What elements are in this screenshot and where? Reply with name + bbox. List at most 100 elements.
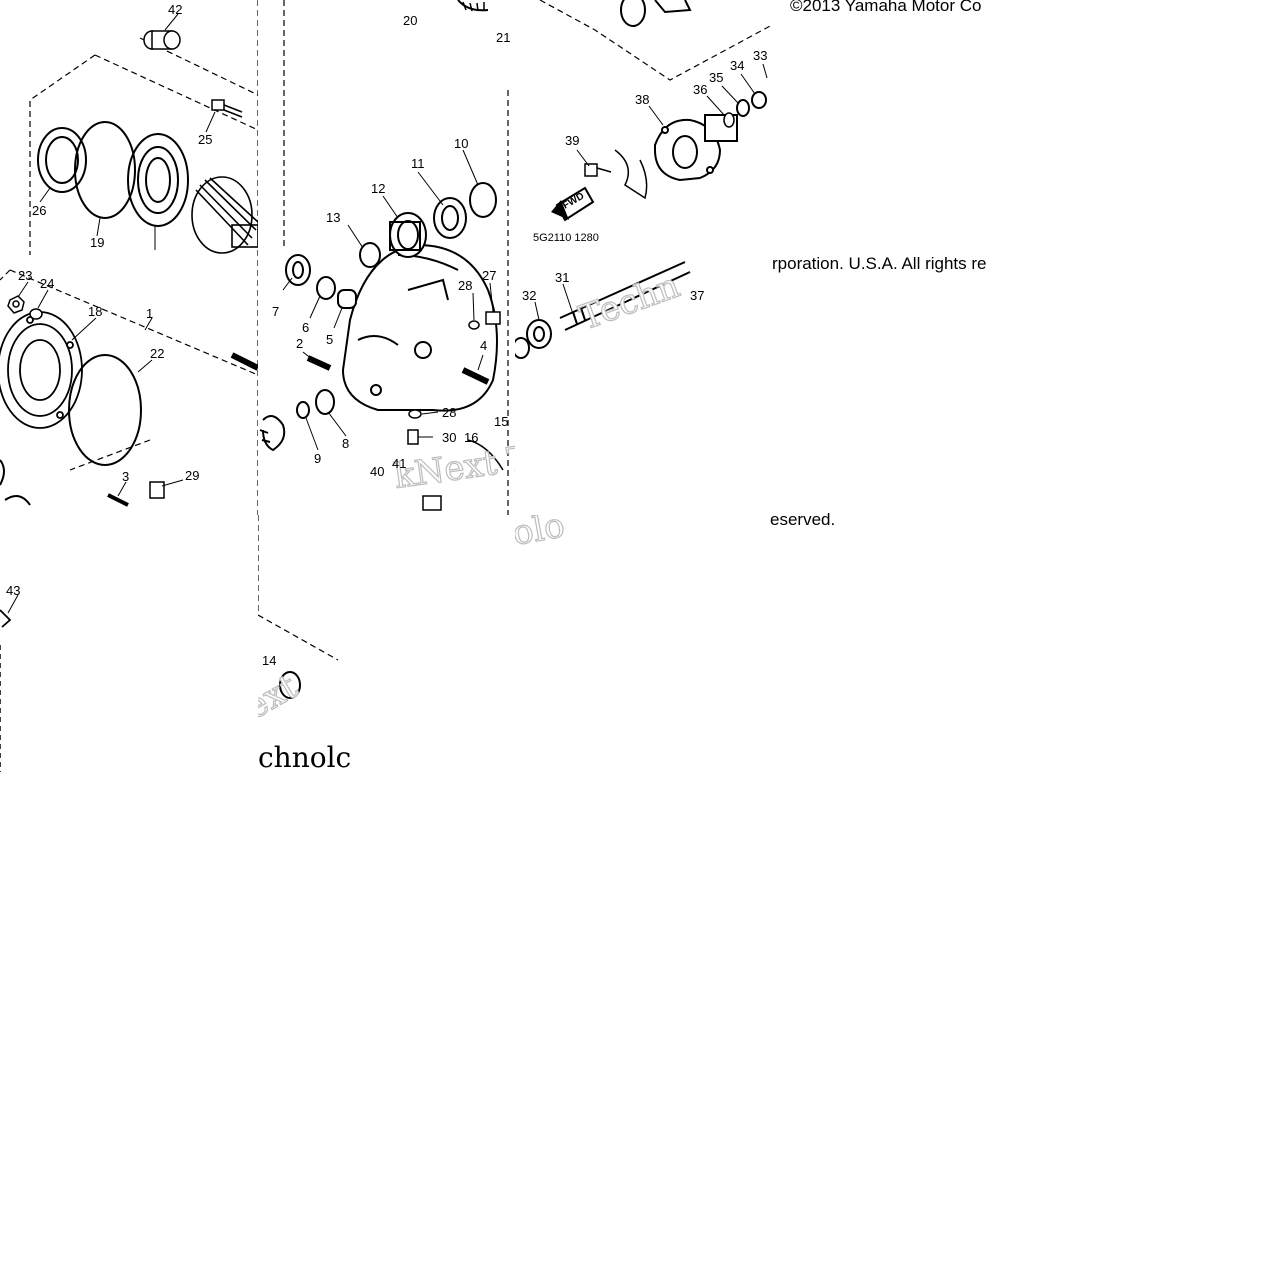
diagram-tile-left-lower: 43 — [0, 515, 258, 772]
collar-5 — [337, 289, 357, 309]
callout-10: 10 — [454, 136, 468, 151]
callout-39: 39 — [565, 133, 579, 148]
spacer-9 — [296, 401, 310, 419]
o-ring-22 — [68, 354, 142, 466]
callout-15: 15 — [494, 414, 508, 429]
copyright-middle: rporation. U.S.A. All rights re — [772, 254, 987, 273]
callout-2: 2 — [296, 336, 303, 351]
callout-30: 30 — [442, 430, 456, 445]
plug-29 — [149, 481, 165, 499]
bearing-11 — [433, 197, 467, 239]
bearing-8 — [315, 389, 335, 415]
nut-41 — [422, 495, 442, 511]
center-diagram: kNext Te 20 21 13 12 11 10 7 6 5 2 2 — [259, 0, 515, 515]
callout-28-lower: 28 — [442, 405, 456, 420]
bolt-30 — [407, 429, 419, 445]
diagram-tile-center-lower: 14 ext chnolc — [258, 515, 354, 772]
fwd-arrow-icon: FWD — [551, 186, 595, 222]
bearing — [127, 133, 189, 227]
callout-18: 18 — [88, 304, 102, 319]
callout-43: 43 — [6, 583, 20, 598]
diagram-tile-center: kNext Te 20 21 13 12 11 10 7 6 5 2 2 — [258, 0, 515, 515]
ring-gear — [191, 176, 258, 254]
bearing-7 — [285, 254, 311, 286]
callout-32: 32 — [522, 288, 536, 303]
pin-2 — [306, 355, 332, 371]
callout-20: 20 — [403, 13, 417, 28]
callout-34: 34 — [730, 58, 744, 73]
callout-8: 8 — [342, 436, 349, 451]
callout-29: 29 — [185, 468, 199, 483]
callout-19: 19 — [90, 235, 104, 250]
bushing-14 — [279, 671, 301, 699]
u-joint-yoke — [614, 149, 648, 200]
callout-40: 40 — [370, 464, 384, 479]
callout-21: 21 — [496, 30, 510, 45]
center-lower-diagram: 14 ext chnolc — [258, 515, 351, 772]
pin-3 — [107, 493, 129, 507]
copyright-bottom: eserved. — [770, 510, 836, 529]
washer-28b — [408, 409, 422, 419]
callout-26: 26 — [32, 203, 46, 218]
plug-27 — [485, 311, 501, 325]
bushing-42 — [143, 30, 181, 50]
pinion-gear — [259, 415, 286, 452]
callout-12: 12 — [371, 181, 385, 196]
callout-25: 25 — [198, 132, 212, 147]
callout-4: 4 — [480, 338, 487, 353]
washer-28 — [468, 320, 480, 330]
callout-1: 1 — [146, 306, 153, 321]
left-upper-diagram: 42 25 26 19 23 24 18 1 22 3 29 — [0, 0, 258, 515]
diagram-tile-right-upper: FWD 5G2110 1280 Techn 38 36 35 — [515, 0, 772, 515]
nut-23 — [7, 295, 25, 314]
callout-33: 33 — [753, 48, 767, 63]
dowel — [230, 352, 258, 371]
callout-37: 37 — [690, 288, 704, 303]
callout-24: 24 — [40, 276, 54, 291]
circlip-13 — [359, 242, 381, 268]
callout-42: 42 — [168, 2, 182, 17]
bolt-39 — [584, 163, 612, 177]
oil-seal-26 — [37, 127, 87, 193]
washer-36 — [723, 112, 735, 128]
callout-5: 5 — [326, 332, 333, 347]
copyright-top: ©2013 Yamaha Motor Co — [790, 0, 982, 15]
washer-24 — [29, 308, 43, 320]
watermark-d: chnolc — [258, 741, 351, 772]
drive-shaft-37 — [559, 261, 691, 331]
nut-34 — [751, 91, 767, 109]
watermark-a: Techn — [574, 266, 684, 339]
callout-36: 36 — [693, 82, 707, 97]
callout-38: 38 — [635, 92, 649, 107]
figure-code: 5G2110 1280 — [533, 232, 599, 244]
callout-41: 41 — [392, 456, 406, 471]
callout-14: 14 — [262, 653, 276, 668]
callout-7: 7 — [272, 304, 279, 319]
callout-23: 23 — [18, 268, 32, 283]
callout-28-upper: 28 — [458, 278, 472, 293]
callout-11: 11 — [411, 156, 425, 171]
spacer-6 — [316, 276, 336, 300]
callout-27: 27 — [482, 268, 496, 283]
ring-10 — [469, 182, 497, 218]
bolt-25 — [211, 99, 243, 118]
left-lower-diagram: 43 — [0, 583, 20, 772]
diagram-tile-left-upper: 42 25 26 19 23 24 18 1 22 3 29 — [0, 0, 258, 515]
watermark-e: olo — [515, 515, 568, 545]
right-upper-diagram: FWD 5G2110 1280 Techn 38 36 35 — [515, 0, 772, 359]
pin-4 — [461, 367, 490, 385]
callout-22: 22 — [150, 346, 164, 361]
bearing-12 — [389, 212, 427, 258]
callout-3: 3 — [122, 469, 129, 484]
flange-38 — [654, 114, 738, 182]
callout-31: 31 — [555, 270, 569, 285]
callout-35: 35 — [709, 70, 723, 85]
bearing-32 — [526, 319, 552, 349]
watermark-fragment-tile: olo — [515, 515, 595, 545]
callout-16: 16 — [464, 430, 478, 445]
o-ring-19 — [74, 121, 136, 219]
callout-9: 9 — [314, 451, 321, 466]
washer-35 — [736, 99, 750, 117]
callout-13: 13 — [326, 210, 340, 225]
callout-6: 6 — [302, 320, 309, 335]
